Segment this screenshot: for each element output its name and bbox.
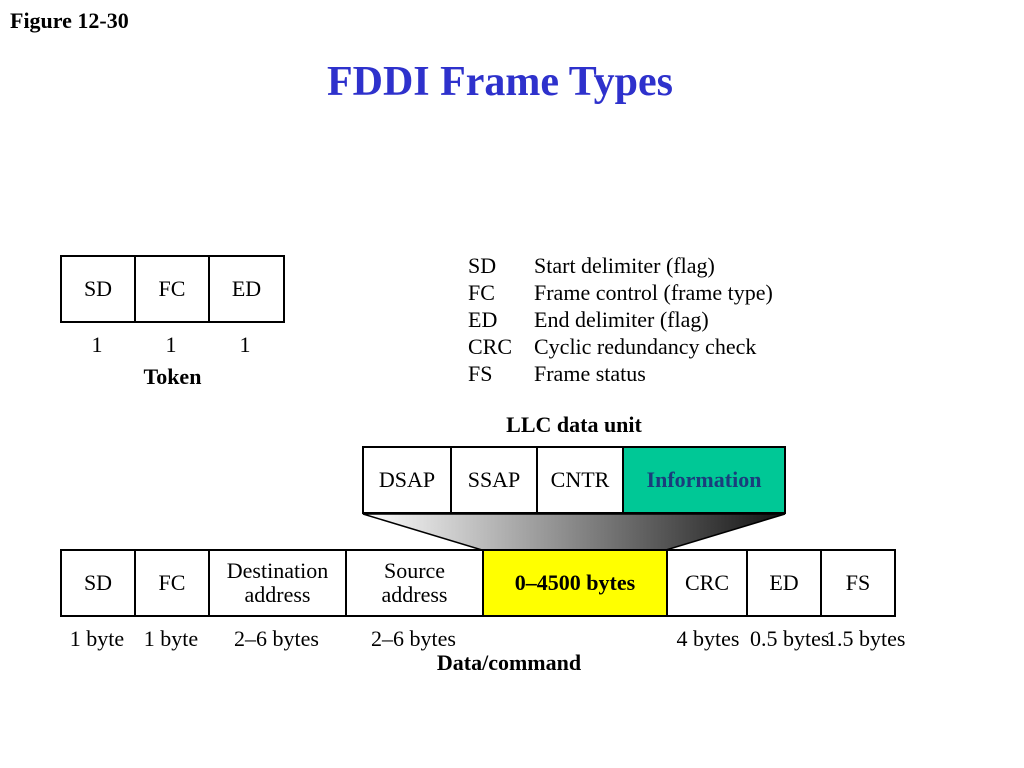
abbreviation-legend: SD Start delimiter (flag) FC Frame contr… — [468, 252, 773, 387]
legend-meaning: Frame status — [534, 361, 646, 386]
data-size-crc: 4 bytes — [676, 626, 740, 651]
data-size-fs: 1.5 bytes — [826, 626, 906, 651]
llc-field-ssap: SSAP — [452, 448, 538, 512]
llc-frame: DSAP SSAP CNTR Information — [362, 446, 786, 514]
token-field-sd: SD — [62, 257, 136, 321]
llc-field-information: Information — [624, 448, 784, 512]
data-size-ed: 0.5 bytes — [750, 626, 830, 651]
data-field-destination: Destination address — [210, 551, 347, 615]
legend-meaning: Start delimiter (flag) — [534, 253, 715, 278]
token-sizes: 1 1 1 — [60, 332, 282, 358]
legend-row-sd: SD Start delimiter (flag) — [468, 252, 773, 279]
data-size-fc: 1 byte — [143, 626, 199, 651]
legend-meaning: Frame control (frame type) — [534, 280, 773, 305]
data-field-payload: 0–4500 bytes — [484, 551, 668, 615]
llc-caption: LLC data unit — [506, 412, 642, 437]
token-size-ed: 1 — [239, 332, 251, 357]
legend-abbr: SD — [468, 253, 497, 278]
legend-row-ed: ED End delimiter (flag) — [468, 306, 773, 333]
data-size-sd: 1 byte — [69, 626, 125, 651]
token-size-sd: 1 — [91, 332, 103, 357]
data-size-destination: 2–6 bytes — [234, 626, 319, 651]
data-caption: Data/command — [436, 650, 582, 675]
figure-label: Figure 12-30 — [10, 8, 129, 33]
data-field-fs: FS — [845, 570, 871, 595]
data-field-sd: SD — [62, 551, 136, 615]
data-sizes: 1 byte 1 byte 2–6 bytes 2–6 bytes 4 byte… — [60, 626, 906, 652]
data-field-ed: ED — [748, 551, 822, 615]
token-caption: Token — [143, 364, 202, 389]
slide-title: FDDI Frame Types — [326, 59, 674, 105]
legend-row-crc: CRC Cyclic redundancy check — [468, 333, 773, 360]
legend-row-fc: FC Frame control (frame type) — [468, 279, 773, 306]
data-size-payload — [482, 626, 666, 652]
legend-abbr: FS — [468, 361, 493, 386]
connector-shape — [362, 513, 786, 551]
data-size-source: 2–6 bytes — [371, 626, 456, 651]
data-frame: SD FC Destination address Source address… — [60, 549, 896, 617]
legend-row-fs: FS Frame status — [468, 360, 773, 387]
legend-abbr: ED — [468, 307, 498, 332]
token-field-ed: ED — [231, 276, 262, 301]
legend-meaning: Cyclic redundancy check — [534, 334, 757, 359]
token-field-fc: FC — [136, 257, 210, 321]
data-field-fc: FC — [136, 551, 210, 615]
legend-abbr: CRC — [468, 334, 513, 359]
llc-field-cntr: CNTR — [538, 448, 624, 512]
legend-meaning: End delimiter (flag) — [534, 307, 709, 332]
token-frame: SD FC ED — [60, 255, 285, 323]
token-size-fc: 1 — [165, 332, 177, 357]
data-field-source: Source address — [347, 551, 484, 615]
llc-field-dsap: DSAP — [364, 448, 452, 512]
legend-abbr: FC — [468, 280, 495, 305]
data-field-crc: CRC — [668, 551, 748, 615]
